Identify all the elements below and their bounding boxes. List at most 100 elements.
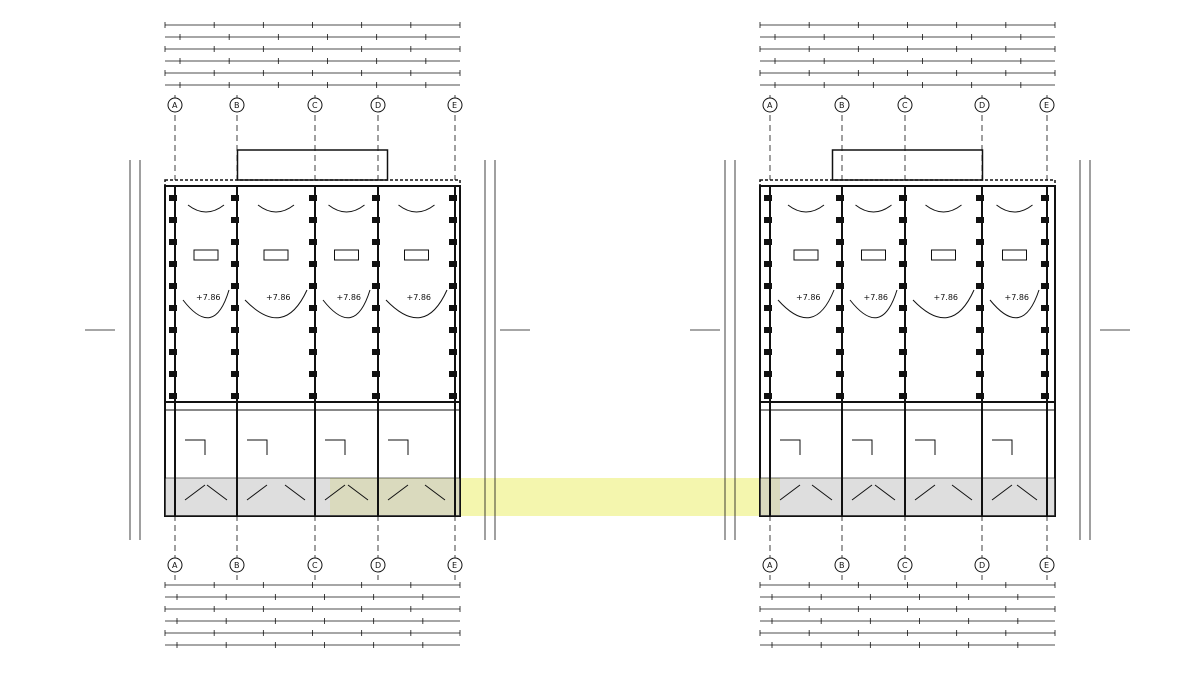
bathtub-symbol bbox=[996, 204, 1033, 213]
wall-marker bbox=[231, 305, 239, 311]
wall-marker bbox=[899, 195, 907, 201]
elevation-label: +7.86 bbox=[934, 293, 959, 302]
grid-axis-label: C bbox=[902, 101, 908, 110]
grid-axis-bubble bbox=[167, 557, 183, 573]
bathtub-symbol bbox=[925, 204, 962, 213]
hatch-stroke bbox=[184, 484, 228, 501]
grid-axis-bubble bbox=[447, 97, 463, 113]
wall-marker bbox=[1041, 371, 1049, 377]
door-swing bbox=[777, 289, 835, 319]
wall-marker bbox=[231, 239, 239, 245]
wall-marker bbox=[309, 195, 317, 201]
balcony-detail bbox=[992, 439, 1013, 455]
fixture bbox=[334, 249, 359, 261]
wall-marker bbox=[764, 283, 772, 289]
wall-marker bbox=[764, 239, 772, 245]
wall-marker bbox=[1041, 327, 1049, 333]
hatched-slab bbox=[164, 477, 461, 517]
wall-marker bbox=[309, 327, 317, 333]
balcony-detail bbox=[780, 439, 801, 455]
wall-marker bbox=[899, 239, 907, 245]
grid-axis-bubble bbox=[307, 557, 323, 573]
grid-axis-label: C bbox=[902, 561, 908, 570]
wall-marker bbox=[449, 349, 457, 355]
wall-marker bbox=[449, 261, 457, 267]
wall-marker bbox=[836, 371, 844, 377]
wall-marker bbox=[309, 239, 317, 245]
outer-wall bbox=[759, 185, 1056, 517]
wall-marker bbox=[231, 393, 239, 399]
hatch-stroke bbox=[851, 484, 896, 501]
wall-marker bbox=[449, 393, 457, 399]
wall-marker bbox=[976, 327, 984, 333]
grid-axis-bubble bbox=[834, 97, 850, 113]
grid-axis-bubble bbox=[447, 557, 463, 573]
grid-axis-label: B bbox=[234, 101, 240, 110]
grid-axis-label: E bbox=[1044, 561, 1049, 570]
wall-marker bbox=[976, 239, 984, 245]
bathtub-symbol bbox=[787, 204, 825, 213]
balcony-detail bbox=[388, 439, 409, 455]
wall-marker bbox=[836, 283, 844, 289]
wall-marker bbox=[372, 217, 380, 223]
wall-marker bbox=[1041, 261, 1049, 267]
wall-marker bbox=[764, 371, 772, 377]
wall-marker bbox=[764, 217, 772, 223]
wall-marker bbox=[976, 393, 984, 399]
bathtub-symbol bbox=[398, 204, 435, 213]
fixture bbox=[931, 249, 956, 261]
grid-axis-label: A bbox=[767, 101, 773, 110]
grid-axis-label: D bbox=[375, 561, 381, 570]
grid-axis-label: C bbox=[312, 101, 318, 110]
grid-axis-bubble bbox=[762, 97, 778, 113]
door-swing bbox=[849, 289, 898, 319]
wall-marker bbox=[899, 217, 907, 223]
wall-marker bbox=[836, 393, 844, 399]
wall-marker bbox=[309, 217, 317, 223]
grid-axis-label: B bbox=[839, 101, 845, 110]
wall-marker bbox=[976, 283, 984, 289]
bathtub-symbol bbox=[187, 204, 225, 213]
wall-marker bbox=[449, 305, 457, 311]
wall-marker bbox=[169, 195, 177, 201]
wall-marker bbox=[372, 327, 380, 333]
wall-marker bbox=[169, 393, 177, 399]
grid-axis-bubble bbox=[1039, 97, 1055, 113]
wall-marker bbox=[899, 393, 907, 399]
wall-marker bbox=[231, 327, 239, 333]
elevation-label: +7.86 bbox=[864, 293, 889, 302]
wall-marker bbox=[231, 261, 239, 267]
grid-axis-label: A bbox=[172, 561, 178, 570]
wall-marker bbox=[169, 261, 177, 267]
grid-axis-bubble bbox=[370, 557, 386, 573]
bathtub-symbol bbox=[257, 204, 295, 213]
grid-axis-label: D bbox=[979, 101, 985, 110]
wall-marker bbox=[372, 195, 380, 201]
fixture bbox=[793, 249, 819, 261]
wall-marker bbox=[1041, 239, 1049, 245]
wall-marker bbox=[449, 239, 457, 245]
wall-marker bbox=[1041, 283, 1049, 289]
balcony-detail bbox=[325, 439, 346, 455]
door-swing bbox=[385, 289, 448, 319]
balcony-detail bbox=[185, 439, 206, 455]
grid-axis-label: B bbox=[234, 561, 240, 570]
balcony-detail bbox=[852, 439, 873, 455]
elevation-label: +7.86 bbox=[337, 293, 362, 302]
wall-marker bbox=[309, 283, 317, 289]
wall-marker bbox=[836, 217, 844, 223]
wall-marker bbox=[231, 283, 239, 289]
grid-axis-label: E bbox=[1044, 101, 1049, 110]
wall-marker bbox=[899, 327, 907, 333]
hatched-slab bbox=[759, 477, 1056, 517]
grid-axis-bubble bbox=[229, 97, 245, 113]
wall-marker bbox=[836, 349, 844, 355]
balcony-detail bbox=[247, 439, 268, 455]
grid-axis-label: D bbox=[375, 101, 381, 110]
wall-marker bbox=[449, 327, 457, 333]
wall-marker bbox=[309, 393, 317, 399]
wall-marker bbox=[169, 371, 177, 377]
door-swing bbox=[322, 289, 371, 319]
wall-marker bbox=[836, 239, 844, 245]
